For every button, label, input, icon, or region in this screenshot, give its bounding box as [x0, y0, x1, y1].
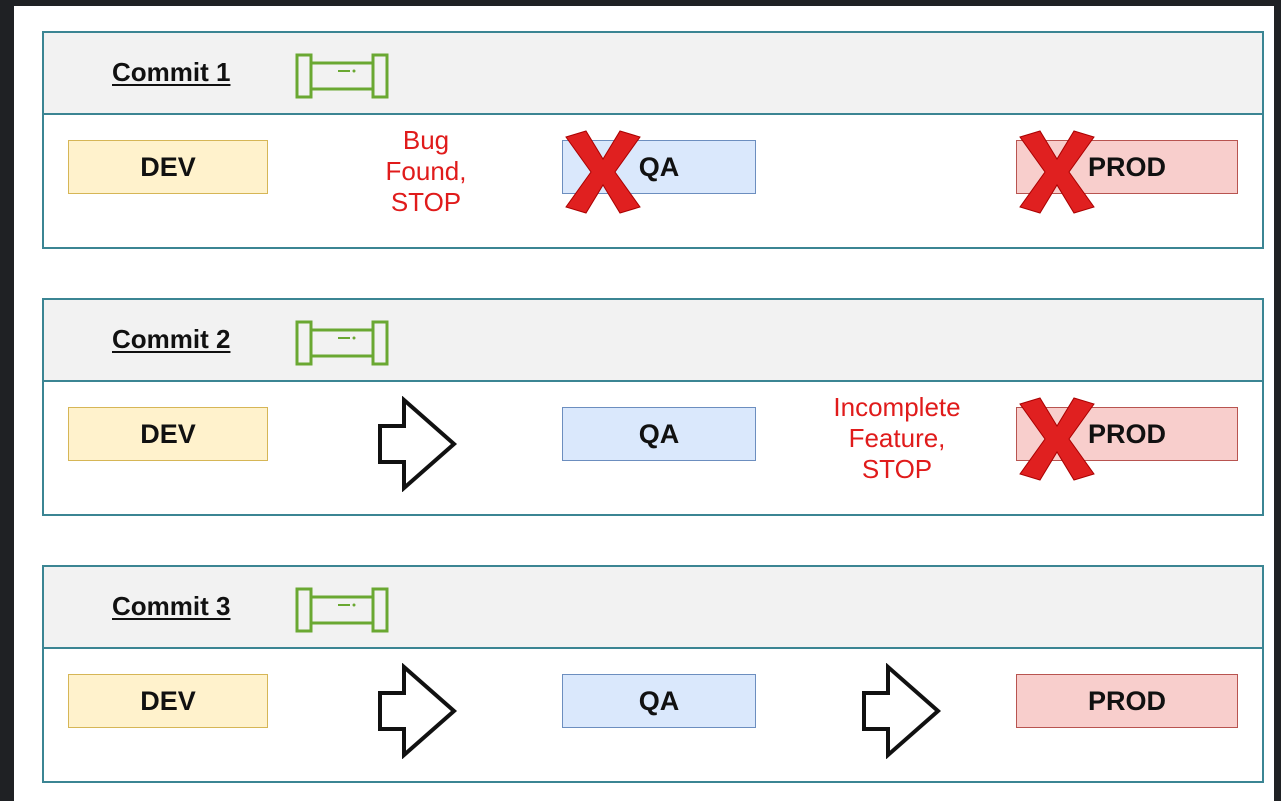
right-arrow-icon: [378, 396, 458, 492]
stop-note: Bug Found, STOP: [385, 125, 467, 217]
stage-qa: QA: [562, 674, 756, 728]
pipeline-icon: [295, 53, 389, 99]
commit-body: DEV QA Incomplete Feature, STOP PROD: [44, 382, 1262, 514]
stage-qa: QA: [562, 407, 756, 461]
red-x-icon: [565, 130, 641, 214]
stage-dev: DEV: [68, 674, 268, 728]
pipeline-icon: [295, 587, 389, 633]
commit-panel-2: Commit 2 DEV QA Incomplete Feature, STOP…: [42, 298, 1264, 516]
commit-body: DEV Bug Found, STOP QA PROD: [44, 115, 1262, 247]
stage-prod: PROD: [1016, 674, 1238, 728]
red-x-icon: [1019, 130, 1095, 214]
commit-panel-1: Commit 1 DEV Bug Found, STOP QA PROD: [42, 31, 1264, 249]
commit-header: Commit 3: [44, 567, 1262, 649]
commit-title: Commit 3: [112, 591, 231, 621]
commit-header: Commit 2: [44, 300, 1262, 382]
stop-note: Incomplete Feature, STOP: [833, 392, 961, 484]
red-x-icon: [1019, 397, 1095, 481]
commit-body: DEV QA PROD: [44, 649, 1262, 781]
commit-title: Commit 1: [112, 57, 231, 87]
right-arrow-icon: [862, 663, 942, 759]
right-arrow-icon: [378, 663, 458, 759]
stage-dev: DEV: [68, 407, 268, 461]
pipeline-icon: [295, 320, 389, 366]
diagram-canvas: Commit 1 DEV Bug Found, STOP QA PROD: [14, 6, 1274, 801]
commit-panel-3: Commit 3 DEV QA PROD: [42, 565, 1264, 783]
commit-header: Commit 1: [44, 33, 1262, 115]
commit-title: Commit 2: [112, 324, 231, 354]
stage-dev: DEV: [68, 140, 268, 194]
